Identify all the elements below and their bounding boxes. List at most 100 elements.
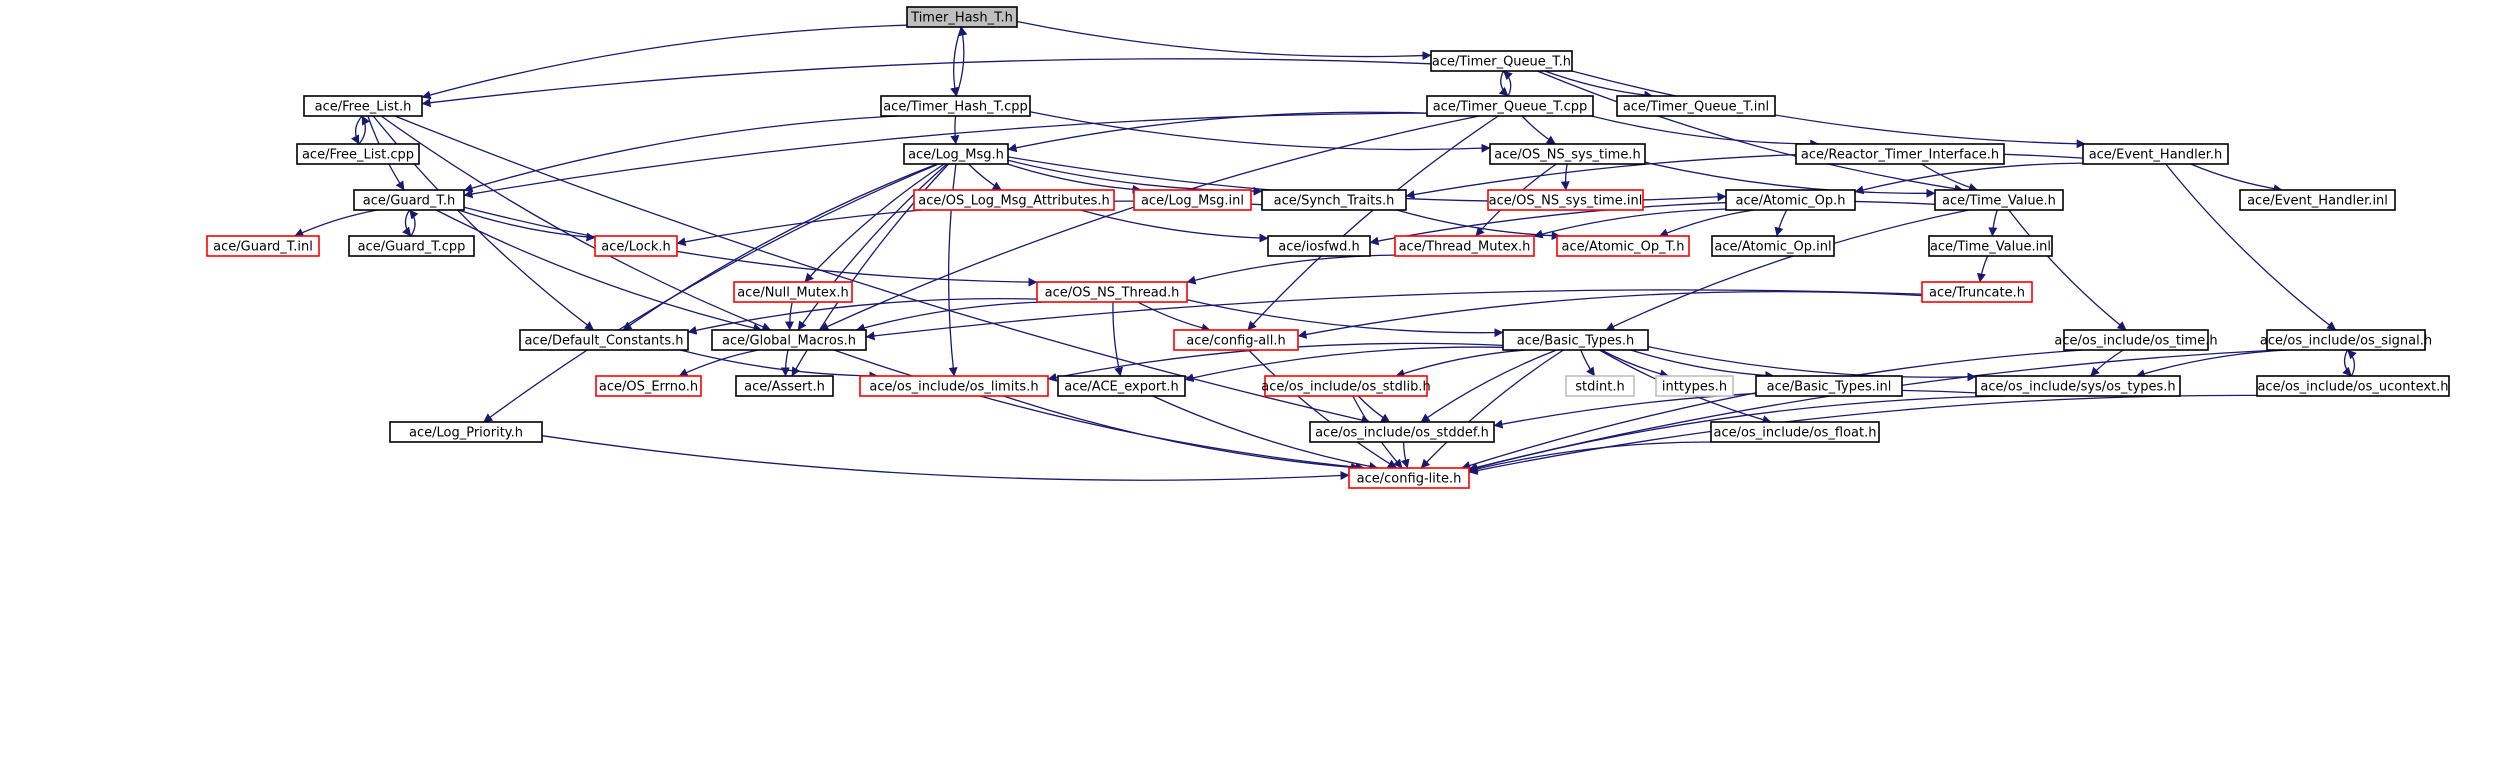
node-box xyxy=(1173,329,1299,351)
node-label: ace/Basic_Types.inl xyxy=(1767,380,1892,395)
node-ace-os-include-os-stdlib-h[interactable]: ace/os_include/os_stdlib.h xyxy=(1261,375,1431,397)
node-ace-time-value-inl[interactable]: ace/Time_Value.inl xyxy=(1928,235,2053,257)
node-ace-os-errno-h[interactable]: ace/OS_Errno.h xyxy=(595,375,702,397)
edge-ace-os-ns-thread-h-to-ace-config-all-h xyxy=(1137,301,1211,333)
node-box xyxy=(303,95,423,117)
edge-ace-basic-types-h-to-inttypes-h xyxy=(1601,349,1670,379)
node-box xyxy=(389,421,543,443)
node-ace-guard-t-h[interactable]: ace/Guard_T.h xyxy=(353,189,465,211)
node-ace-reactor-timer-interface-h[interactable]: ace/Reactor_Timer_Interface.h xyxy=(1795,143,2005,165)
node-box xyxy=(595,375,702,397)
node-ace-thread-mutex-h[interactable]: ace/Thread_Mutex.h xyxy=(1394,235,1535,257)
edge-ace-atomic-op-h-to-ace-atomic-op-t-h xyxy=(1658,209,1755,237)
node-box xyxy=(1487,189,1644,211)
node-ace-null-mutex-h[interactable]: ace/Null_Mutex.h xyxy=(733,281,853,303)
edge-ace-basic-types-h-to-ace-os-include-os-stdlib-h xyxy=(1395,349,1526,378)
edge-timer-hash-t-h-to-ace-timer-hash-t-cpp xyxy=(950,26,962,97)
node-box xyxy=(1489,143,1646,165)
node-ace-guard-t-inl[interactable]: ace/Guard_T.inl xyxy=(206,235,320,257)
node-ace-config-all-h[interactable]: ace/config-all.h xyxy=(1173,329,1299,351)
node-ace-os-include-os-stddef-h[interactable]: ace/os_include/os_stddef.h xyxy=(1309,421,1495,443)
edge-ace-timer-queue-t-cpp-to-ace-config-all-h xyxy=(1247,115,1499,331)
node-ace-atomic-op-h[interactable]: ace/Atomic_Op.h xyxy=(1725,189,1856,211)
node-ace-iosfwd-h[interactable]: ace/iosfwd.h xyxy=(1267,235,1371,257)
node-label: ace/Timer_Queue_T.inl xyxy=(1623,100,1769,115)
node-ace-os-ns-thread-h[interactable]: ace/OS_NS_Thread.h xyxy=(1036,281,1188,303)
node-ace-basic-types-h[interactable]: ace/Basic_Types.h xyxy=(1502,329,1649,351)
node-label: ace/Atomic_Op.inl xyxy=(1714,240,1831,255)
node-ace-os-log-msg-attributes-h[interactable]: ace/OS_Log_Msg_Attributes.h xyxy=(913,189,1115,211)
edge-ace-log-msg-h-to-ace-os-log-msg-attributes-h xyxy=(968,163,1002,191)
node-ace-config-lite-h[interactable]: ace/config-lite.h xyxy=(1348,467,1470,489)
node-label: ace/Log_Priority.h xyxy=(409,426,523,441)
node-ace-timer-queue-t-cpp[interactable]: ace/Timer_Queue_T.cpp xyxy=(1426,95,1594,117)
node-ace-event-handler-inl[interactable]: ace/Event_Handler.inl xyxy=(2239,189,2396,211)
node-label: ace/Timer_Queue_T.h xyxy=(1432,55,1571,70)
node-ace-ace-export-h[interactable]: ace/ACE_export.h xyxy=(1057,375,1186,397)
node-ace-free-list-cpp[interactable]: ace/Free_List.cpp xyxy=(296,143,420,165)
node-ace-time-value-h[interactable]: ace/Time_Value.h xyxy=(1934,189,2064,211)
node-box xyxy=(1426,95,1594,117)
node-ace-default-constants-h[interactable]: ace/Default_Constants.h xyxy=(519,329,689,351)
edge-ace-os-include-os-ucontext-h-to-ace-os-include-os-signal-h xyxy=(2347,349,2357,377)
node-label: ace/os_include/os_float.h xyxy=(1713,426,1876,441)
node-ace-os-include-os-float-h[interactable]: ace/os_include/os_float.h xyxy=(1710,421,1880,443)
node-label: ace/Reactor_Timer_Interface.h xyxy=(1801,148,1999,163)
edge-ace-timer-queue-t-h-to-ace-time-value-h xyxy=(1537,70,1964,194)
edge-ace-os-log-msg-attributes-h-to-ace-iosfwd-h xyxy=(1080,209,1269,243)
node-ace-event-handler-h[interactable]: ace/Event_Handler.h xyxy=(2082,143,2229,165)
edge-ace-timer-queue-t-cpp-to-ace-os-ns-sys-time-h xyxy=(1521,115,1556,145)
node-ace-os-ns-sys-time-h[interactable]: ace/OS_NS_sys_time.h xyxy=(1489,143,1646,165)
node-box xyxy=(903,143,1009,165)
node-ace-timer-hash-t-cpp[interactable]: ace/Timer_Hash_T.cpp xyxy=(880,95,1031,117)
node-ace-os-include-os-limits-h[interactable]: ace/os_include/os_limits.h xyxy=(859,375,1049,397)
edge-ace-os-ns-thread-h-to-ace-ace-export-h xyxy=(1112,301,1124,377)
edge-ace-timer-queue-t-h-to-ace-free-list-h xyxy=(421,58,1432,108)
edge-timer-hash-t-h-to-ace-timer-queue-t-h xyxy=(1016,20,1432,61)
node-label: ace/Truncate.h xyxy=(1929,286,2025,301)
node-ace-synch-traits-h[interactable]: ace/Synch_Traits.h xyxy=(1261,189,1407,211)
node-ace-log-msg-inl[interactable]: ace/Log_Msg.inl xyxy=(1133,189,1252,211)
edge-ace-atomic-op-h-to-ace-atomic-op-inl xyxy=(1774,209,1788,237)
node-ace-assert-h[interactable]: ace/Assert.h xyxy=(735,375,834,397)
edge-ace-free-list-h-to-ace-os-include-os-stddef-h xyxy=(394,115,1371,425)
node-ace-os-ns-sys-time-inl[interactable]: ace/OS_NS_sys_time.inl xyxy=(1487,189,1644,211)
node-ace-os-include-os-time-h[interactable]: ace/os_include/os_time.h xyxy=(2054,329,2218,351)
node-ace-atomic-op-t-h[interactable]: ace/Atomic_Op_T.h xyxy=(1556,235,1690,257)
node-ace-timer-queue-t-h[interactable]: ace/Timer_Queue_T.h xyxy=(1430,50,1573,72)
node-ace-log-msg-h[interactable]: ace/Log_Msg.h xyxy=(903,143,1009,165)
node-ace-truncate-h[interactable]: ace/Truncate.h xyxy=(1921,281,2033,303)
node-label: ace/os_include/os_signal.h xyxy=(2260,334,2432,349)
node-ace-basic-types-inl[interactable]: ace/Basic_Types.inl xyxy=(1755,375,1903,397)
node-box xyxy=(206,235,320,257)
edge-ace-basic-types-h-to-stdint-h xyxy=(1580,349,1596,377)
node-ace-atomic-op-inl[interactable]: ace/Atomic_Op.inl xyxy=(1711,235,1835,257)
node-label: ace/Free_List.cpp xyxy=(302,148,414,163)
node-label: ace/os_include/os_limits.h xyxy=(869,380,1038,395)
node-ace-global-macros-h[interactable]: ace/Global_Macros.h xyxy=(711,329,867,351)
edge-ace-time-value-h-to-ace-basic-types-h xyxy=(1605,209,1969,331)
edge-ace-guard-t-cpp-to-ace-guard-t-h xyxy=(408,209,419,237)
node-ace-lock-h[interactable]: ace/Lock.h xyxy=(594,235,678,257)
node-ace-os-include-os-ucontext-h[interactable]: ace/os_include/os_ucontext.h xyxy=(2256,375,2450,397)
node-ace-log-priority-h[interactable]: ace/Log_Priority.h xyxy=(389,421,543,443)
node-ace-free-list-h[interactable]: ace/Free_List.h xyxy=(303,95,423,117)
node-label: ace/Assert.h xyxy=(744,380,825,395)
node-ace-guard-t-cpp[interactable]: ace/Guard_T.cpp xyxy=(348,235,475,257)
node-ace-timer-queue-t-inl[interactable]: ace/Timer_Queue_T.inl xyxy=(1616,95,1776,117)
edge-ace-os-ns-thread-h-to-ace-default-constants-h xyxy=(687,297,1038,335)
node-box xyxy=(1725,189,1856,211)
node-box xyxy=(733,281,853,303)
node-ace-os-include-os-signal-h[interactable]: ace/os_include/os_signal.h xyxy=(2260,329,2432,351)
node-label: ace/Guard_T.h xyxy=(363,194,455,209)
edge-ace-truncate-h-to-ace-config-all-h xyxy=(1297,290,1923,339)
edge-ace-time-value-h-to-ace-time-value-inl xyxy=(1988,209,1998,237)
node-label: ace/OS_Errno.h xyxy=(599,380,698,395)
node-ace-os-include-sys-os-types-h[interactable]: ace/os_include/sys/os_types.h xyxy=(1975,375,2181,397)
edge-ace-global-macros-h-to-ace-assert-h xyxy=(780,349,790,377)
node-box xyxy=(1267,235,1371,257)
node-label: ace/OS_NS_Thread.h xyxy=(1045,286,1180,301)
edge-ace-default-constants-h-to-ace-os-include-os-limits-h xyxy=(679,349,879,381)
edge-ace-log-msg-h-to-ace-global-macros-h xyxy=(797,163,948,331)
